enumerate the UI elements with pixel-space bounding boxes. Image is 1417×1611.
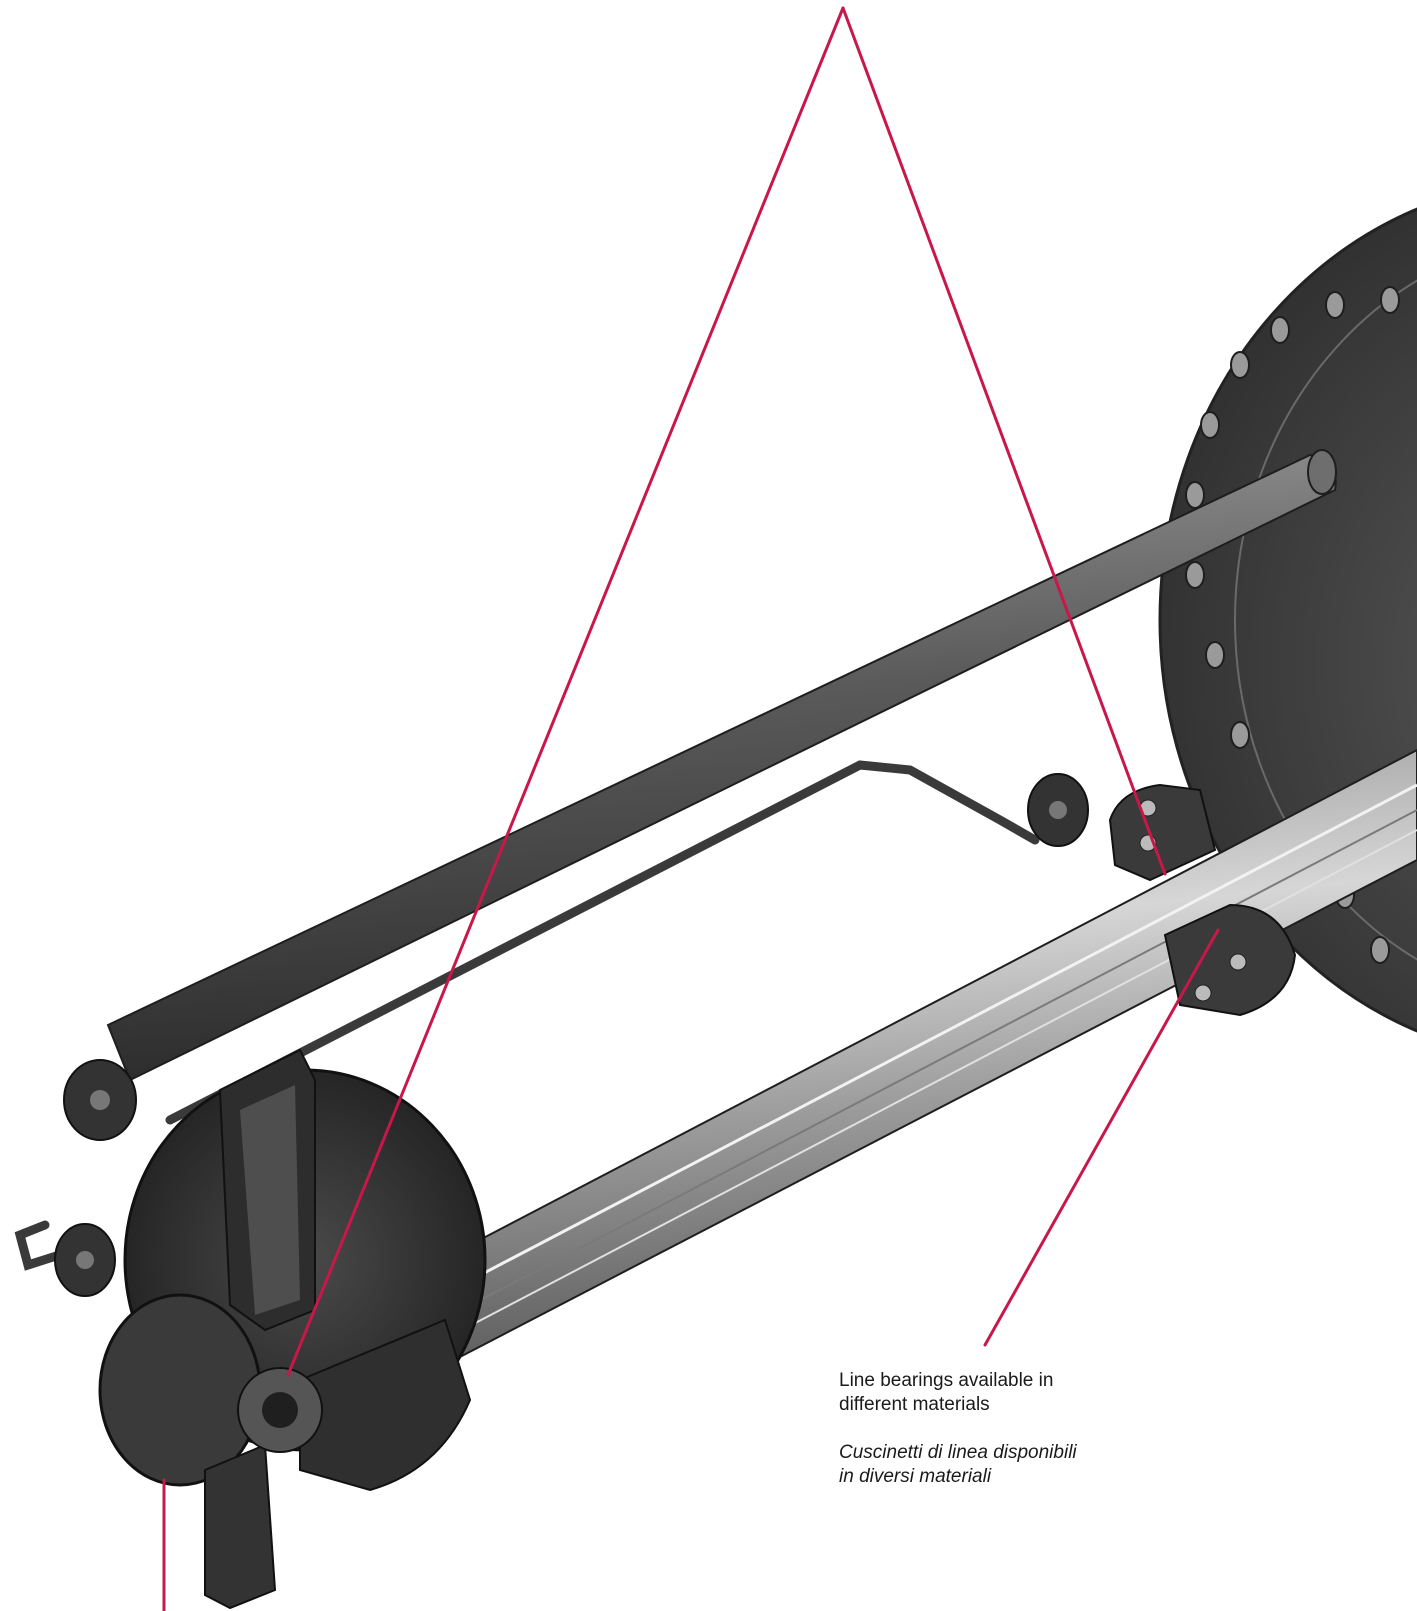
leader-line-apex-right [841,6,1167,876]
line-bearing-lower [1163,903,1297,1017]
line-bearings-callout: Line bearings available in different mat… [839,1369,1199,1489]
callout-italian: Cuscinetti di linea disponibili in diver… [839,1441,1199,1489]
callout-english-line-2: different materials [839,1394,990,1415]
pipe-flange-left [63,1059,137,1141]
pump-volute [98,1048,487,1610]
connecting-pipe [14,760,1040,1271]
leader-lines [162,6,1220,1611]
leader-line-bearing [983,928,1220,1347]
pipe-flange-upper [1027,773,1089,847]
callout-english: Line bearings available in different mat… [839,1369,1199,1417]
pipe-flange-lower [54,1223,116,1297]
callout-italian-line-1: Cuscinetti di linea disponibili [839,1442,1077,1463]
callout-italian-line-2: in diversi materiali [839,1466,992,1487]
upper-rod [106,449,1337,1082]
callout-english-line-1: Line bearings available in [839,1370,1054,1391]
leader-line-apex-left [286,6,845,1377]
